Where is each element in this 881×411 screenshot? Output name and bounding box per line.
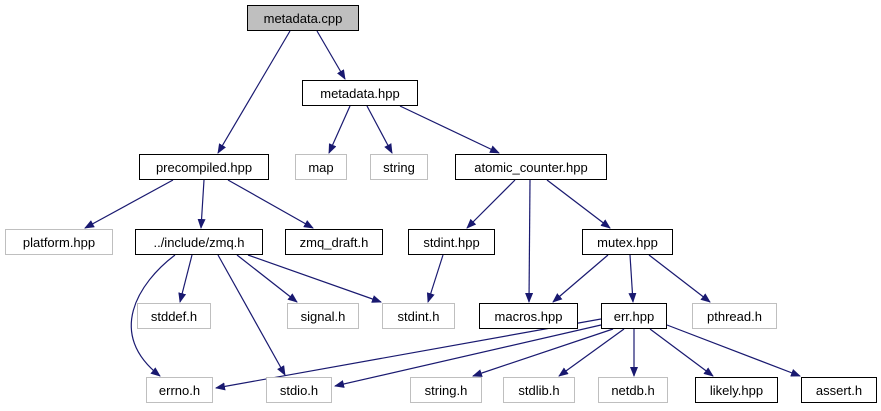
graph-node-include-zmq-h[interactable]: ../include/zmq.h — [135, 229, 263, 255]
edge-precompiled-hpp-include-zmq-h — [197, 179, 206, 229]
edge-metadata-hpp-map — [328, 105, 351, 154]
edge-include-zmq-h-stddef-h — [178, 254, 193, 303]
graph-node-netdb-h: netdb.h — [598, 377, 668, 403]
graph-node-metadata-hpp[interactable]: metadata.hpp — [302, 80, 418, 106]
graph-node-stdlib-h: stdlib.h — [503, 377, 575, 403]
graph-node-stdio-h: stdio.h — [266, 377, 332, 403]
edge-include-zmq-h-stdio-h — [217, 254, 286, 376]
graph-node-string-h: string.h — [410, 377, 482, 403]
edge-err-hpp-likely-hpp — [649, 328, 714, 377]
graph-node-errno-h: errno.h — [146, 377, 213, 403]
edge-precompiled-hpp-platform-hpp — [84, 179, 174, 229]
edge-mutex-hpp-err-hpp — [628, 254, 637, 303]
edge-err-hpp-stdlib-h — [558, 328, 625, 377]
edge-precompiled-hpp-zmq-draft-h — [227, 179, 314, 229]
edge-metadata-cpp-precompiled-hpp — [217, 30, 291, 154]
graph-node-metadata-cpp: metadata.cpp — [247, 5, 359, 31]
graph-node-platform-hpp: platform.hpp — [5, 229, 113, 255]
graph-node-stddef-h: stddef.h — [137, 303, 211, 329]
graph-node-macros-hpp[interactable]: macros.hpp — [479, 303, 578, 329]
graph-node-mutex-hpp[interactable]: mutex.hpp — [582, 229, 673, 255]
edge-atomic-counter-hpp-stdint-hpp — [466, 179, 516, 229]
graph-node-stdint-h: stdint.h — [382, 303, 455, 329]
edge-include-zmq-h-stdint-h — [247, 254, 382, 303]
edge-err-hpp-assert-h — [666, 324, 801, 377]
edge-metadata-hpp-string — [366, 105, 393, 154]
graph-node-zmq-draft-h[interactable]: zmq_draft.h — [285, 229, 383, 255]
edge-metadata-hpp-atomic-counter-hpp — [399, 105, 500, 154]
graph-node-map: map — [295, 154, 347, 180]
graph-node-likely-hpp[interactable]: likely.hpp — [695, 377, 778, 403]
graph-node-atomic-counter-hpp[interactable]: atomic_counter.hpp — [455, 154, 607, 180]
graph-node-pthread-h: pthread.h — [692, 303, 777, 329]
graph-node-assert-h[interactable]: assert.h — [801, 377, 877, 403]
edge-err-hpp-stdio-h — [334, 324, 602, 388]
edge-include-zmq-h-errno-h — [130, 254, 176, 377]
graph-node-stdint-hpp[interactable]: stdint.hpp — [408, 229, 495, 255]
graph-node-signal-h: signal.h — [287, 303, 359, 329]
graph-node-string: string — [370, 154, 428, 180]
graph-node-precompiled-hpp[interactable]: precompiled.hpp — [139, 154, 269, 180]
edge-atomic-counter-hpp-mutex-hpp — [546, 179, 611, 229]
edge-include-zmq-h-signal-h — [236, 254, 298, 303]
edge-mutex-hpp-pthread-h — [648, 254, 711, 303]
edge-err-hpp-string-h — [472, 328, 614, 377]
edge-err-hpp-errno-h — [215, 318, 602, 391]
edge-mutex-hpp-macros-hpp — [552, 254, 609, 303]
graph-node-err-hpp[interactable]: err.hpp — [601, 303, 667, 329]
edge-stdint-hpp-stdint-h — [426, 254, 444, 303]
edge-metadata-cpp-metadata-hpp — [316, 30, 346, 80]
edge-atomic-counter-hpp-macros-hpp — [525, 179, 534, 303]
